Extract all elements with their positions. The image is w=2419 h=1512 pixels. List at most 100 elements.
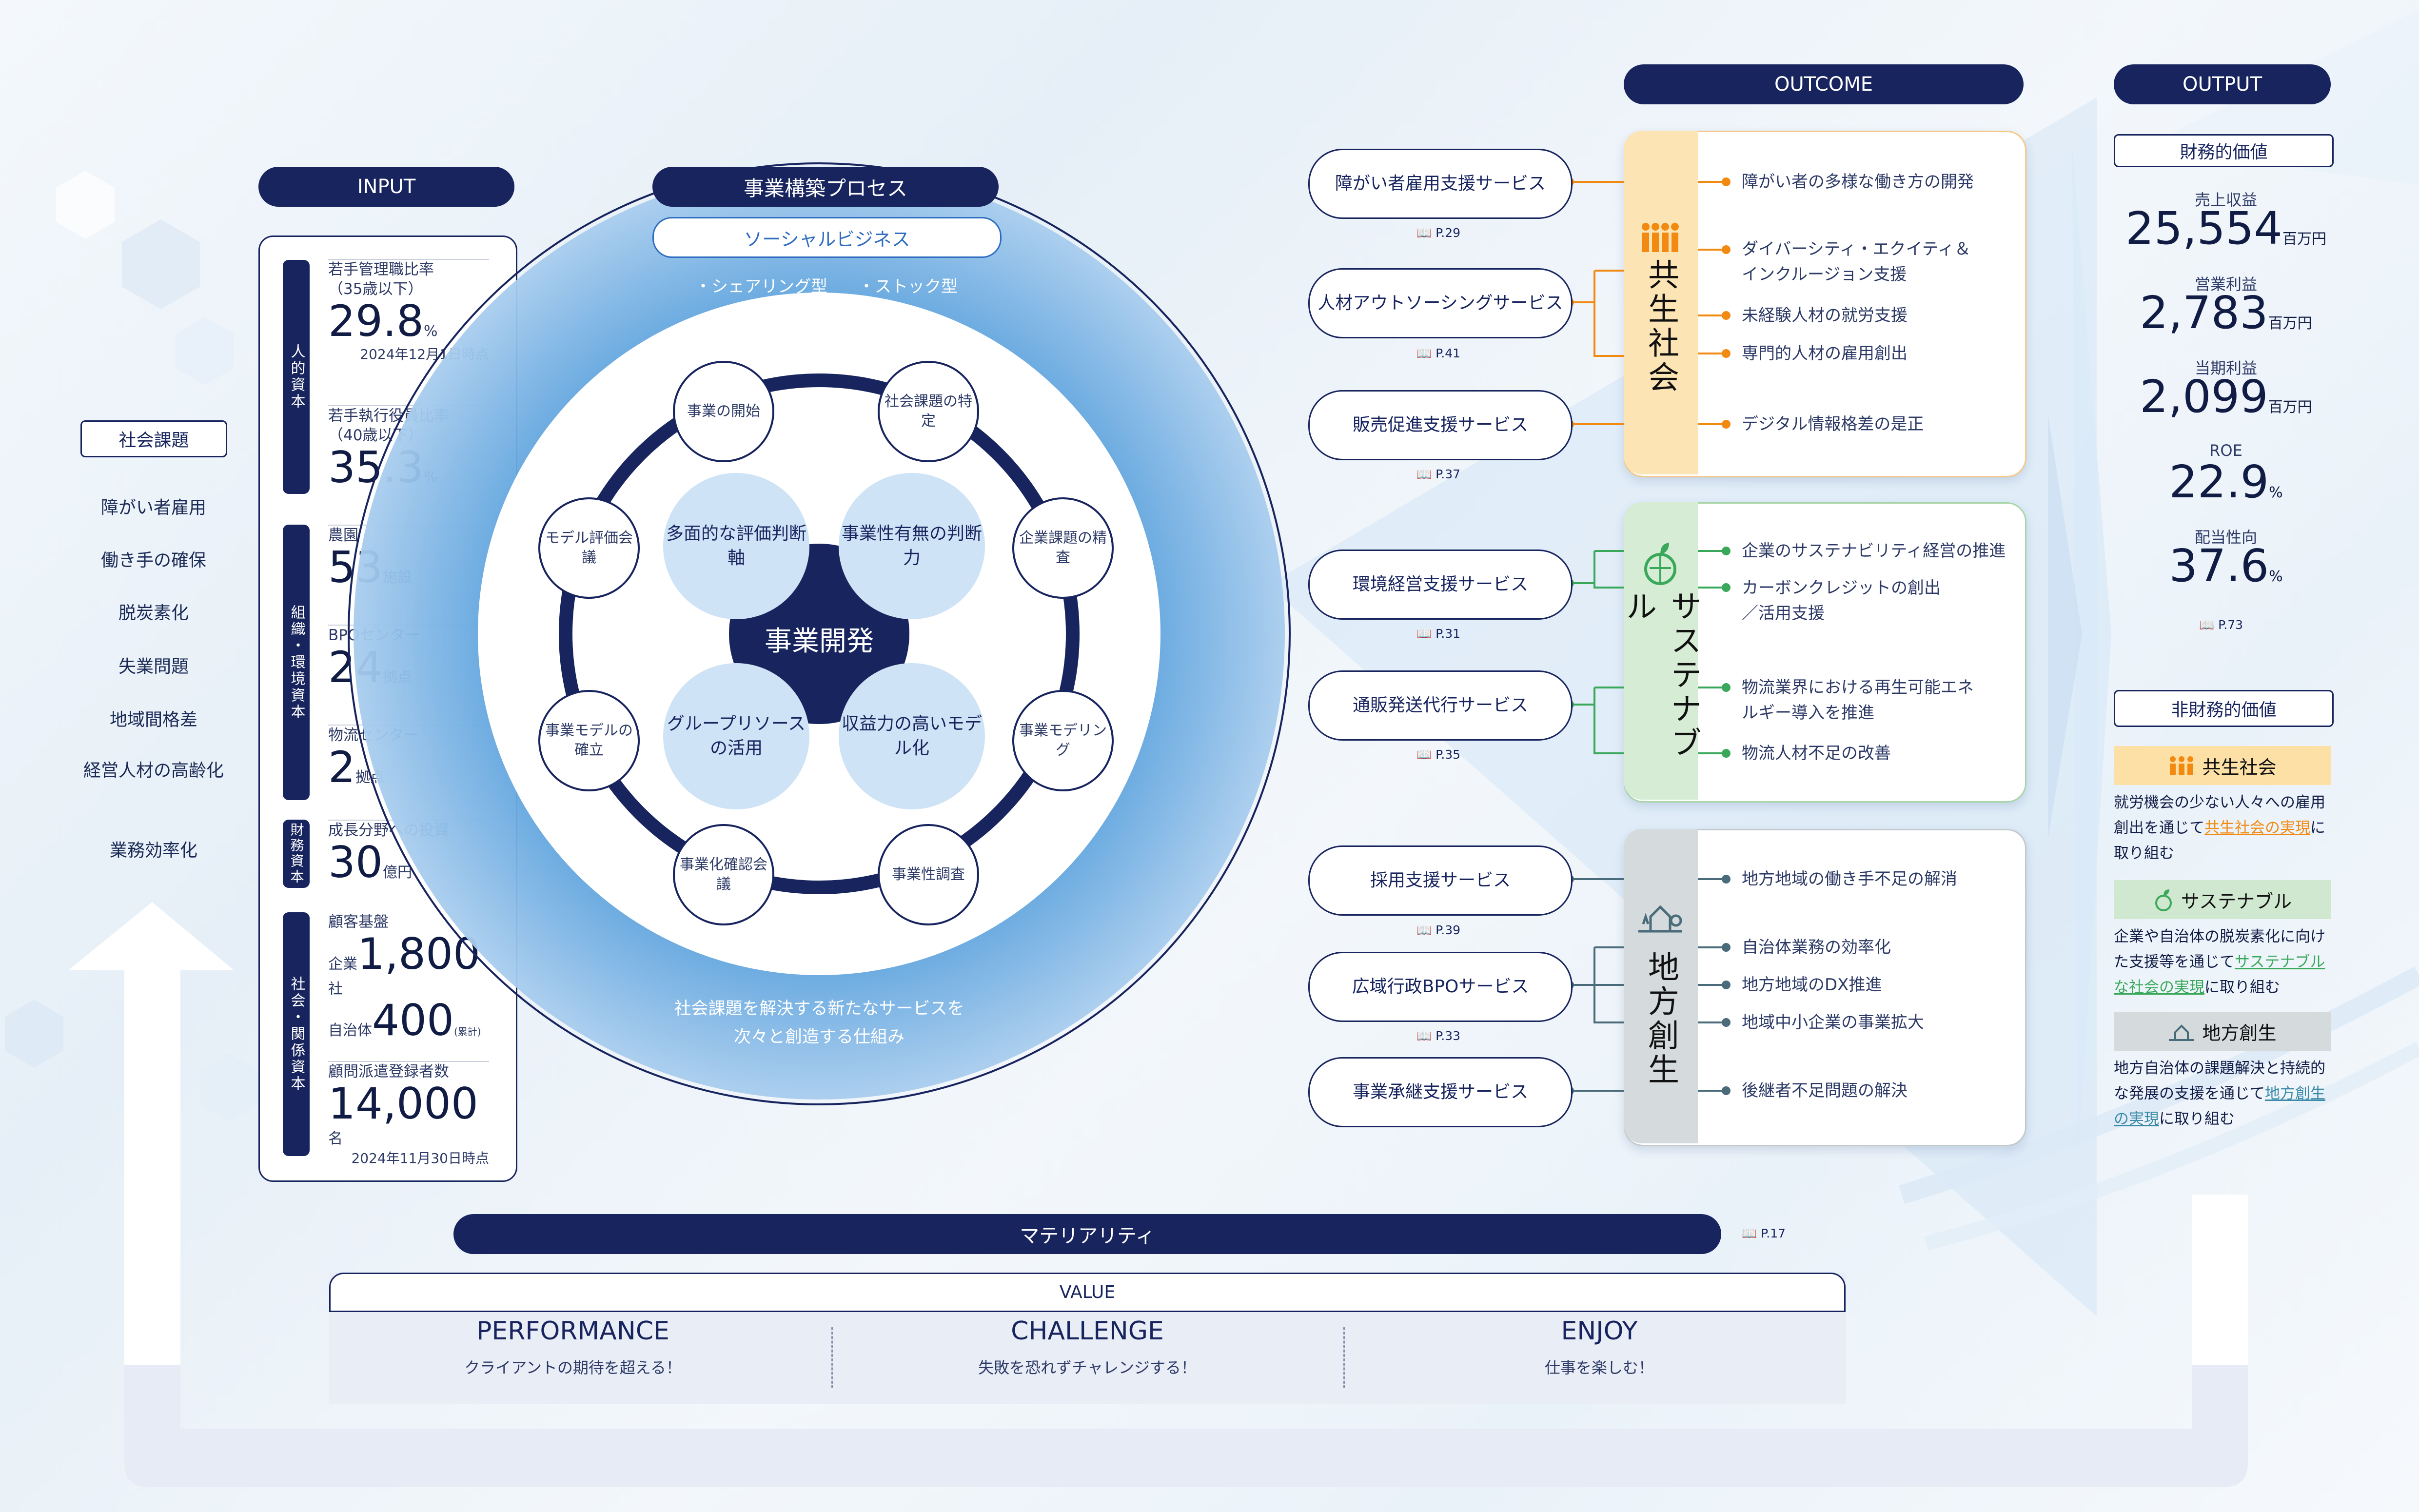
- outcome-bullet: 地方地域のDX推進: [1742, 975, 1882, 995]
- outcome-bullet: 地域中小企業の事業拡大: [1742, 1013, 1924, 1032]
- metric-label: ROE: [2209, 441, 2242, 460]
- metric-label: 配当性向: [2194, 528, 2257, 547]
- value-divider: [1343, 1327, 1345, 1388]
- category-financial-capital: 財務資本: [283, 820, 310, 888]
- outcome-bullet: カーボンクレジットの創出／活用支援: [1742, 578, 1941, 623]
- center-label: 事業開発: [765, 626, 874, 657]
- outcome-bullet: 企業のサステナビリティ経営の推進: [1742, 541, 2006, 561]
- group-band-regional: [1624, 829, 1698, 1143]
- process-header: 事業構築プロセス: [652, 167, 999, 207]
- process-node: 企業課題の精査: [1012, 497, 1114, 599]
- metric-value: 25,554百万円: [2125, 202, 2326, 255]
- nonfinancial-text: 地方自治体の課題解決と持続的な発展の支援を通じて地方創生の実現に取り組む: [2114, 1060, 2325, 1128]
- outcome-bullet: 後継者不足問題の解決: [1742, 1081, 1908, 1100]
- process-node: 事業性調査: [878, 824, 979, 925]
- outcome-bullet: 物流人材不足の改善: [1742, 744, 1891, 763]
- process-node: 事業モデリング: [1012, 690, 1114, 791]
- group-label-regional: 地方創生: [1643, 951, 1679, 1087]
- outcome-bullet: 自治体業務の効率化: [1742, 938, 1891, 957]
- social-issues-title: 社会課題: [80, 420, 227, 457]
- outcome-bullet: 未経験人材の就労支援: [1742, 306, 1908, 325]
- outcome-bullet: ダイバーシティ・エクイティ＆インクルージョン支援: [1742, 239, 1971, 284]
- service-button[interactable]: 広域行政BPOサービス: [1308, 952, 1573, 1022]
- globe-plant-icon: [1644, 543, 1676, 585]
- inner-capability: 事業性有無の判断力: [839, 473, 985, 619]
- metric-value: 22.9%: [2169, 456, 2283, 508]
- metric-value: 2,783百万円: [2140, 287, 2312, 339]
- category-org-capital: 組織・環境資本: [283, 525, 310, 800]
- people-icon: [1642, 223, 1679, 252]
- issue-item: 経営人材の高齢化: [83, 761, 224, 781]
- category-human-capital: 人的資本: [283, 260, 310, 494]
- nonfinancial-tag: サステナブル: [2114, 880, 2331, 919]
- input-item: 顧客基盤 企業1,800社 自治体400(累計): [328, 913, 481, 1045]
- nonfinancial-text: 就労機会の少ない人々への雇用創出を通じて共生社会の実現に取り組む: [2114, 794, 2325, 862]
- issue-item: 失業問題: [118, 657, 189, 677]
- service-button[interactable]: 販売促進支援サービス: [1308, 390, 1573, 460]
- process-node: モデル評価会議: [538, 497, 640, 599]
- page-ref: 📖 P.33: [1416, 1029, 1461, 1043]
- service-button[interactable]: 採用支援サービス: [1308, 845, 1573, 916]
- group-band-kyosei: [1624, 131, 1698, 474]
- input-header: INPUT: [258, 167, 514, 207]
- globe-plant-icon: [2155, 889, 2172, 911]
- page-ref: 📖 P.17: [1742, 1226, 1786, 1240]
- outcome-bullet: 障がい者の多様な働き方の開発: [1742, 172, 1974, 192]
- outcome-bullet: デジタル情報格差の是正: [1742, 414, 1924, 434]
- process-caption-2: 次々と創造する仕組み: [733, 1027, 905, 1047]
- page-ref: 📖 P.29: [1416, 226, 1461, 240]
- service-button[interactable]: 人材アウトソーシングサービス: [1308, 268, 1573, 338]
- issue-item: 地域間格差: [109, 710, 197, 730]
- inner-capability: 多面的な評価判断軸: [663, 473, 809, 619]
- outcome-bullet: 物流業界における再生可能エネルギー導入を推進: [1742, 678, 1974, 723]
- process-node: 事業モデルの確立: [538, 690, 640, 791]
- category-social-capital: 社会・関係資本: [283, 912, 310, 1156]
- outcome-bullet: 専門的人材の雇用創出: [1742, 344, 1908, 363]
- process-node: 社会課題の特定: [878, 361, 979, 462]
- metric-label: 営業利益: [2194, 275, 2257, 294]
- metric-value: 37.6%: [2169, 540, 2283, 592]
- outcome-bullet: 地方地域の働き手不足の解消: [1742, 869, 1957, 889]
- type-stock: ・ストック型: [858, 277, 958, 296]
- nonfinancial-tag: 地方創生: [2114, 1012, 2331, 1051]
- service-button[interactable]: 事業承継支援サービス: [1308, 1057, 1573, 1127]
- process-node: 事業化確認会議: [673, 824, 774, 925]
- service-button[interactable]: 障がい者雇用支援サービス: [1308, 149, 1573, 219]
- type-sharing: ・シェアリング型: [695, 277, 827, 296]
- group-label-sustainable: サステナブル: [1620, 590, 1701, 761]
- page-ref: 📖 P.41: [1416, 346, 1461, 360]
- page-ref: 📖 P.37: [1416, 467, 1461, 481]
- nonfinancial-text: 企業や自治体の脱炭素化に向けた支援等を通じてサステナブルな社会の実現に取り組む: [2114, 928, 2325, 996]
- inner-capability: グループリソースの活用: [663, 663, 809, 809]
- value-header: VALUE: [329, 1273, 1846, 1312]
- nonfinancial-title: 非財務的価値: [2114, 690, 2334, 727]
- people-icon: [2170, 756, 2194, 775]
- issue-item: 働き手の確保: [100, 550, 206, 570]
- page-ref: 📖 P.31: [1416, 627, 1461, 641]
- metric-label: 当期利益: [2194, 359, 2257, 377]
- materiality-bar: マテリアリティ: [453, 1214, 1721, 1254]
- issue-item: 業務効率化: [109, 841, 197, 861]
- outcome-header: OUTCOME: [1624, 64, 2024, 104]
- input-item: 顧問派遣登録者数 14,000名 2024年11月30日時点: [328, 1061, 489, 1167]
- inner-capability: 収益力の高いモデル化: [839, 663, 985, 809]
- house-landscape-icon: [1638, 905, 1682, 933]
- house-landscape-icon: [2169, 1024, 2195, 1041]
- service-button[interactable]: 通販発送代行サービス: [1308, 670, 1573, 741]
- page-ref: 📖 P.35: [1416, 747, 1461, 762]
- nonfinancial-tag: 共生社会: [2114, 746, 2331, 785]
- financial-title: 財務的価値: [2114, 134, 2334, 167]
- social-business-label: ソーシャルビジネス: [652, 217, 1002, 258]
- issue-item: 脱炭素化: [118, 603, 189, 623]
- output-header: OUTPUT: [2114, 64, 2331, 104]
- process-node: 事業の開始: [673, 361, 774, 462]
- service-button[interactable]: 環境経営支援サービス: [1308, 550, 1573, 620]
- page-ref: 📖 P.73: [2199, 618, 2243, 632]
- metric-value: 2,099百万円: [2140, 371, 2312, 423]
- group-label-kyosei: 共生社会: [1643, 258, 1679, 395]
